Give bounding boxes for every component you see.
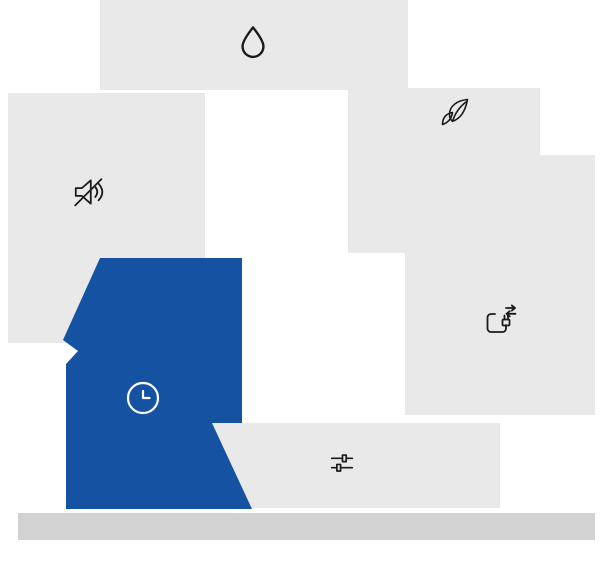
leaves-icon	[441, 98, 469, 126]
tile-timer[interactable]	[63, 258, 252, 509]
bottom-bar	[18, 513, 595, 540]
plug-arrows-icon	[486, 304, 517, 333]
speaker-muted-icon	[74, 178, 104, 207]
clock-icon	[126, 381, 160, 415]
tile-settings[interactable]	[210, 423, 500, 508]
tile-power-connection[interactable]	[405, 155, 595, 415]
sliders-icon	[330, 454, 354, 472]
tile-water[interactable]	[100, 0, 408, 90]
water-drop-icon	[241, 26, 265, 58]
